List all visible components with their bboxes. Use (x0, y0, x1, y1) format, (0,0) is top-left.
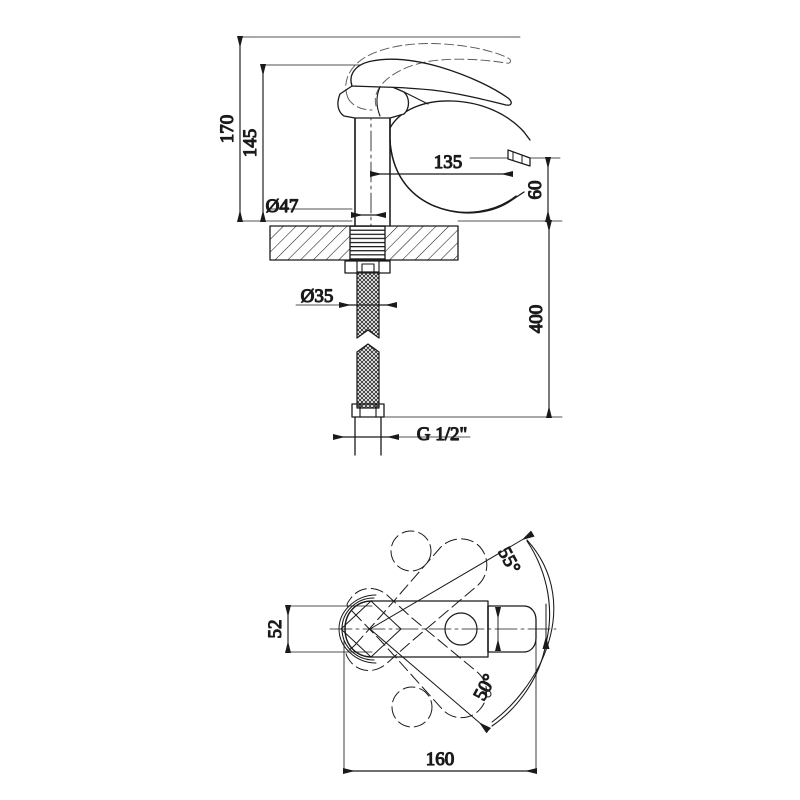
dimension-145-label: 145 (240, 129, 261, 158)
extension-lines (237, 36, 563, 438)
dimension-d47: Ø47 (265, 195, 386, 218)
handle-phantom-up (345, 530, 488, 671)
dimension-400: 400 (525, 220, 552, 418)
flex-hose-upper (356, 271, 380, 339)
dimension-d35: Ø35 (300, 285, 397, 308)
faucet-riser (354, 109, 391, 227)
plan-extension-lines (285, 605, 537, 773)
plan-dimension-52-label: 52 (265, 620, 286, 639)
dimension-170: 170 (216, 36, 243, 222)
swing-arc-55: 55° (369, 530, 551, 649)
handle-phantom-down (346, 588, 488, 728)
hose-end-fitting (351, 403, 385, 456)
swing-angle-55-label: 55° (493, 544, 524, 577)
dimension-135: 135 (370, 151, 513, 177)
dimension-60-label: 60 (525, 181, 546, 200)
dimension-d35-label: Ø35 (301, 286, 334, 307)
dimension-d47-label: Ø47 (266, 196, 299, 217)
flex-hose-lower (356, 343, 380, 409)
lever-handle (350, 58, 512, 117)
dimension-170-label: 170 (217, 115, 238, 144)
swing-angle-50-label: 50° (470, 671, 501, 704)
dimension-thread: G 1/2" (333, 423, 468, 446)
mounting-nut (344, 260, 391, 274)
spout-aerator (507, 149, 531, 167)
pivot-marker (340, 600, 402, 658)
dimension-thread-label: G 1/2" (417, 424, 468, 445)
plan-reference-dot (484, 690, 492, 698)
top-plan-view: 52 160 (264, 530, 557, 774)
threaded-shank (348, 225, 387, 262)
plan-dimension-160: 160 (343, 748, 537, 774)
spout-outline (354, 109, 391, 227)
dimension-400-label: 400 (526, 305, 547, 334)
dimension-60: 60 (524, 157, 551, 222)
dimension-145: 145 (239, 64, 266, 222)
dimension-135-label: 135 (434, 152, 463, 173)
plan-dimension-52: 52 (264, 605, 291, 653)
spout-curve (389, 139, 517, 213)
plan-dimension-160-label: 160 (426, 749, 455, 770)
faucet-body-block (337, 85, 410, 119)
plan-spout-tip (487, 605, 537, 653)
counter-deck (269, 225, 459, 261)
front-elevation-view: 170 145 Ø47 135 (216, 36, 563, 456)
lever-handle-phantom (345, 43, 511, 111)
